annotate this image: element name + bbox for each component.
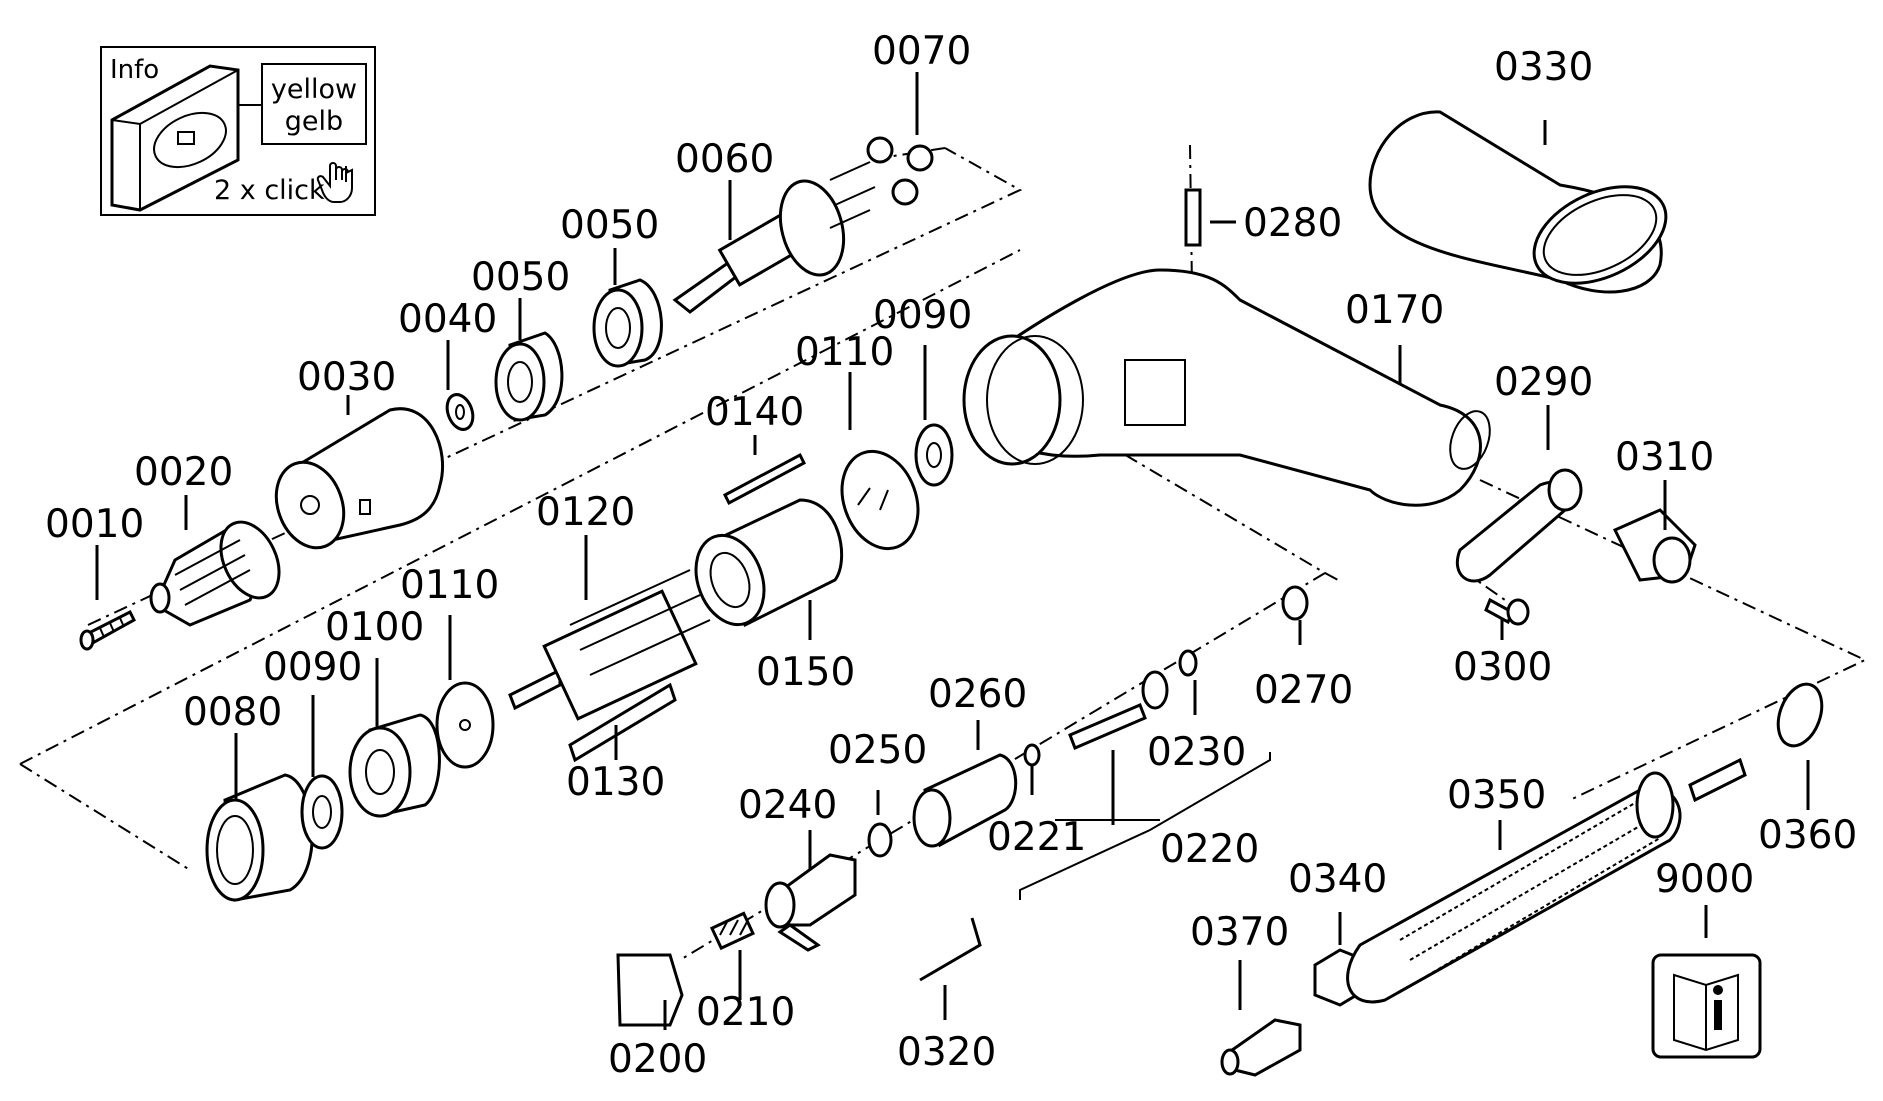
part-0270-oring[interactable] <box>1281 585 1309 621</box>
label-0050-a[interactable]: 0050 <box>471 255 570 300</box>
label-0060[interactable]: 0060 <box>675 137 774 182</box>
assembly-centerlines <box>19 144 1868 961</box>
label-0020[interactable]: 0020 <box>134 450 233 495</box>
part-0320-hex-key[interactable] <box>919 917 982 982</box>
label-0240[interactable]: 0240 <box>738 783 837 828</box>
label-0110-a[interactable]: 0110 <box>400 563 499 608</box>
info-color-de: gelb <box>285 106 343 137</box>
part-0100-bearing-plate[interactable] <box>348 713 441 818</box>
label-0270[interactable]: 0270 <box>1254 668 1353 713</box>
part-0120-rotor[interactable] <box>508 569 711 721</box>
part-0090-bearing-a[interactable] <box>300 774 344 850</box>
part-0300-screw[interactable] <box>1484 597 1530 626</box>
manual-info-icon[interactable] <box>1651 953 1762 1059</box>
leader-lines <box>95 72 1810 1030</box>
part-0080-ring-gear[interactable] <box>205 773 314 902</box>
part-0010-screw[interactable] <box>79 609 136 651</box>
label-0140[interactable]: 0140 <box>705 390 804 435</box>
label-0260[interactable]: 0260 <box>928 672 1027 717</box>
label-0300[interactable]: 0300 <box>1453 645 1552 690</box>
label-0290[interactable]: 0290 <box>1494 360 1593 405</box>
label-0320[interactable]: 0320 <box>897 1030 996 1075</box>
part-0330-boot[interactable] <box>1368 110 1681 303</box>
part-0221-oring[interactable] <box>1023 743 1041 767</box>
part-0090-bearing-b[interactable] <box>914 423 954 487</box>
label-0230[interactable]: 0230 <box>1147 730 1246 775</box>
part-labels: 0010 0020 0030 0040 0050 0050 0060 0070 … <box>45 29 1857 1082</box>
info-color-en: yellow <box>271 74 357 105</box>
part-0170-handle[interactable] <box>962 268 1497 507</box>
label-0070[interactable]: 0070 <box>872 29 971 74</box>
label-0130[interactable]: 0130 <box>566 760 665 805</box>
label-0170[interactable]: 0170 <box>1345 288 1444 333</box>
label-0220[interactable]: 0220 <box>1160 827 1259 872</box>
info-click-hint: 2 x click <box>214 175 325 206</box>
part-0220-valve-stem[interactable] <box>1068 670 1169 750</box>
label-0250[interactable]: 0250 <box>828 728 927 773</box>
part-0280-pin[interactable] <box>1184 188 1202 247</box>
part-0050-bearing-b[interactable] <box>592 278 663 368</box>
part-0140-pin[interactable] <box>723 452 806 506</box>
label-0040[interactable]: 0040 <box>398 297 497 342</box>
part-0350-hose[interactable] <box>1346 757 1747 1004</box>
info-thumbnail <box>110 64 240 212</box>
label-0100[interactable]: 0100 <box>325 605 424 650</box>
label-0090-b[interactable]: 0090 <box>873 293 972 338</box>
part-0070-gears[interactable] <box>866 136 934 206</box>
part-0150-cylinder[interactable] <box>684 498 843 634</box>
part-0030-housing[interactable] <box>265 407 445 558</box>
part-0060-carrier[interactable] <box>672 161 876 314</box>
part-0250-oring[interactable] <box>867 822 893 858</box>
label-9000[interactable]: 9000 <box>1655 857 1754 902</box>
label-0030[interactable]: 0030 <box>297 355 396 400</box>
part-0260-valve-sleeve[interactable] <box>912 753 1018 848</box>
label-0221[interactable]: 0221 <box>987 815 1086 860</box>
part-0040-washer[interactable] <box>443 391 478 433</box>
label-0370[interactable]: 0370 <box>1190 910 1289 955</box>
label-0090-a[interactable]: 0090 <box>263 645 362 690</box>
part-0200-lever-cap[interactable] <box>616 953 684 1027</box>
part-0020-chuck[interactable] <box>149 513 290 627</box>
pointing-hand-icon <box>316 162 353 203</box>
label-0330[interactable]: 0330 <box>1494 45 1593 90</box>
part-0310-fitting[interactable] <box>1612 508 1697 584</box>
info-title: Info <box>110 55 159 85</box>
part-0130-vane[interactable] <box>568 682 677 763</box>
label-0360[interactable]: 0360 <box>1758 813 1857 858</box>
part-0370-nipple[interactable] <box>1220 1018 1302 1077</box>
label-0110-b[interactable]: 0110 <box>795 330 894 375</box>
label-0210[interactable]: 0210 <box>696 990 795 1035</box>
part-0050-bearing-a[interactable] <box>494 331 564 422</box>
label-0080[interactable]: 0080 <box>183 690 282 735</box>
part-0230-oring[interactable] <box>1178 649 1198 677</box>
part-0360-oring[interactable] <box>1770 678 1829 752</box>
part-0110-end-plate-b[interactable] <box>829 441 931 560</box>
part-0110-end-plate-a[interactable] <box>435 681 495 769</box>
info-box[interactable]: Info yellow gelb 2 x click <box>100 46 376 216</box>
label-0280[interactable]: 0280 <box>1243 201 1342 246</box>
label-0010[interactable]: 0010 <box>45 502 144 547</box>
part-0290-exhaust-plate[interactable] <box>1455 468 1583 583</box>
label-0340[interactable]: 0340 <box>1288 857 1387 902</box>
label-0200[interactable]: 0200 <box>608 1037 707 1082</box>
label-0310[interactable]: 0310 <box>1615 435 1714 480</box>
label-0050-b[interactable]: 0050 <box>560 203 659 248</box>
part-0240-trigger[interactable] <box>764 853 857 952</box>
label-0120[interactable]: 0120 <box>536 490 635 535</box>
part-0210-spring[interactable] <box>709 911 755 951</box>
label-0150[interactable]: 0150 <box>756 650 855 695</box>
label-0350[interactable]: 0350 <box>1447 773 1546 818</box>
